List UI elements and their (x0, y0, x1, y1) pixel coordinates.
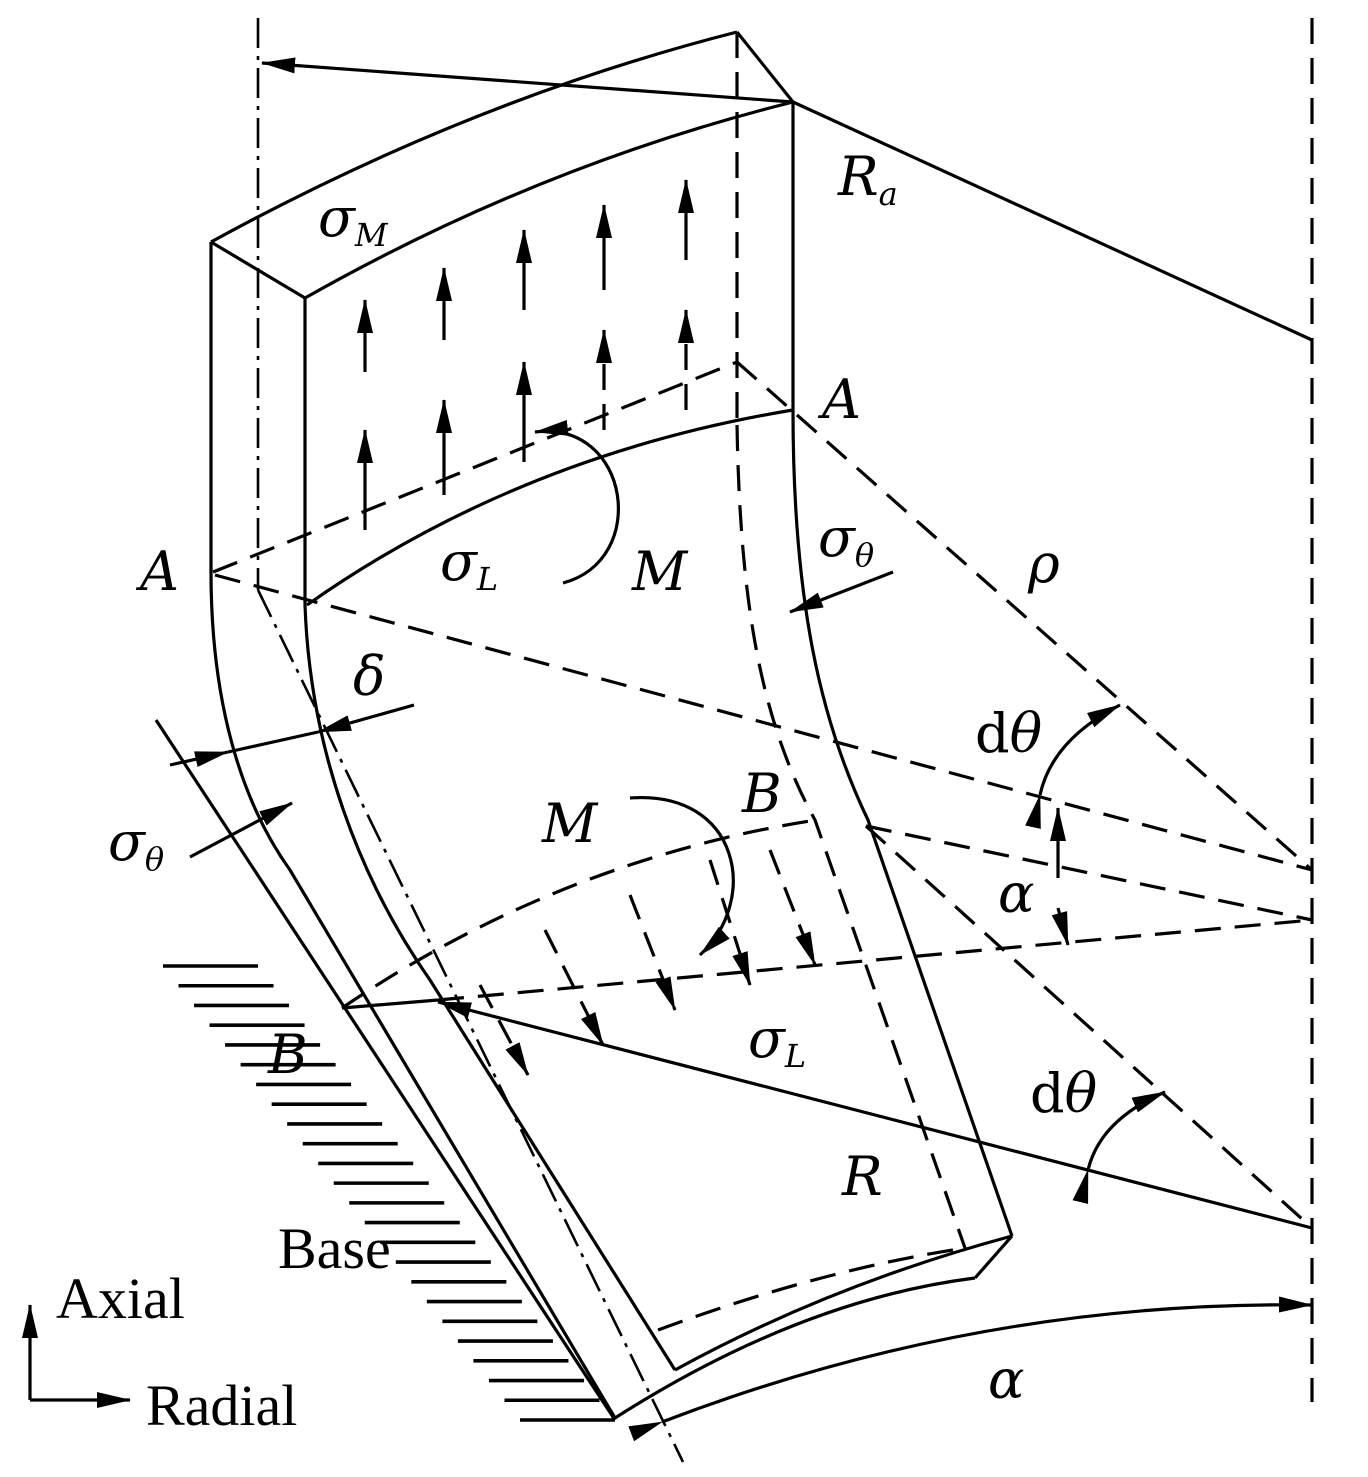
label-base: Base (278, 1216, 391, 1281)
sigma-theta-left-arrow (189, 801, 293, 859)
label-sigma-theta-right: σθ (818, 506, 874, 574)
moment-M-bottom-arrow (629, 796, 735, 957)
label-sigma-M: σM (318, 186, 389, 254)
label-M-bottom: M (541, 792, 599, 855)
label-delta: δ (353, 645, 386, 708)
label-radial: Radial (146, 1373, 297, 1438)
base-support (154, 719, 617, 1422)
label-alpha-mid: α (998, 862, 1034, 925)
label-sigma-L-top: σL (440, 530, 498, 598)
label-dtheta-top: dθ (975, 702, 1042, 765)
label-sigma-L-bottom: σL (748, 1007, 806, 1075)
construction-rays (214, 100, 1314, 1230)
label-axial: Axial (56, 1266, 185, 1331)
axis-indicator (22, 1304, 131, 1408)
section-lines (212, 360, 817, 1010)
label-B-left: B (267, 1023, 308, 1086)
label-B-top: B (741, 762, 782, 825)
dtheta-bottom-arrow (1072, 1090, 1166, 1204)
sigma-M-arrows (357, 179, 694, 530)
radius-Ra-arrow (261, 57, 794, 104)
thickness-delta-dimension (169, 703, 415, 768)
label-rho: ρ (1027, 532, 1060, 595)
label-R: R (841, 1145, 883, 1208)
label-M-top: M (631, 540, 689, 603)
label-Ra: Ra (837, 145, 898, 213)
label-sigma-theta-left: σθ (108, 810, 164, 878)
dtheta-top-arrow (1025, 703, 1121, 829)
alpha-bottom-arrow (628, 1296, 1313, 1442)
sigma-theta-right-arrow (789, 570, 894, 614)
lower-stress-arrows (478, 849, 817, 1076)
upper-shell-block (209, 30, 795, 607)
alpha-mid-arrow-2 (1051, 907, 1070, 946)
moment-M-top-arrow (534, 419, 620, 585)
label-dtheta-bottom: dθ (1030, 1062, 1097, 1125)
label-A-left: A (135, 540, 179, 603)
label-A-right: A (817, 368, 861, 431)
label-alpha-bottom: α (988, 1348, 1024, 1411)
mid-surface-centerline (256, 589, 685, 1463)
